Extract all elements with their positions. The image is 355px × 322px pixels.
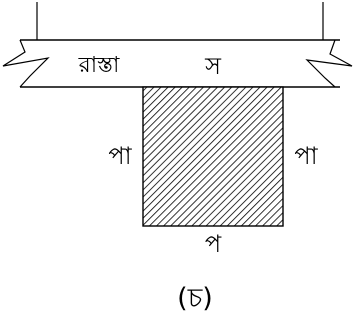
hatched-plot bbox=[142, 86, 284, 227]
left-break-line bbox=[2, 39, 50, 88]
road-label: রাস্তা bbox=[78, 53, 120, 78]
right-side-label: পা bbox=[294, 142, 318, 170]
right-break-line bbox=[305, 39, 353, 88]
bottom-side-label: প bbox=[205, 230, 222, 258]
road-side-label: স bbox=[204, 52, 222, 80]
left-side-label: পা bbox=[108, 142, 132, 170]
figure-caption: (চ) bbox=[177, 283, 213, 314]
